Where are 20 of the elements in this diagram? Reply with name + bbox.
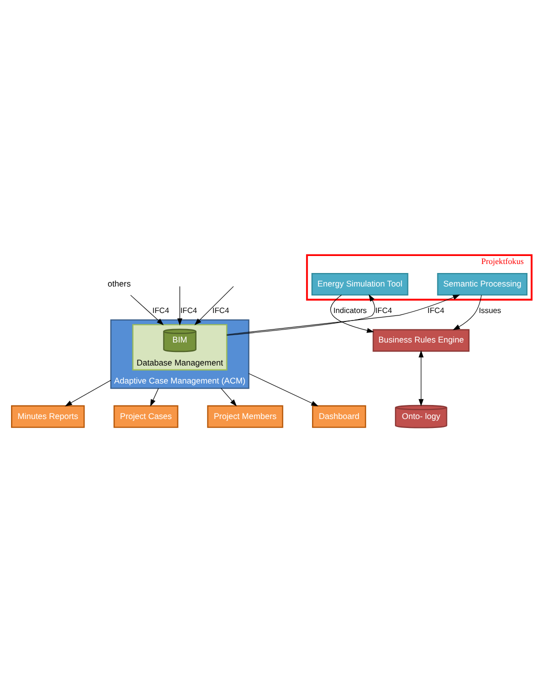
arrow	[64, 379, 112, 406]
node-text: others	[108, 278, 131, 288]
arrow	[130, 294, 164, 325]
arrow	[177, 286, 182, 326]
node-box: Business Rules Engine	[372, 328, 470, 352]
arrow	[194, 286, 234, 325]
arrow	[226, 294, 376, 336]
arrow	[150, 388, 159, 406]
arrow	[226, 294, 460, 334]
node-box: Dashboard	[312, 404, 366, 428]
node-box: Semantic Processing	[437, 272, 528, 296]
arrow	[220, 388, 237, 406]
node-box: Project Members	[207, 404, 284, 428]
node-box: Minutes Reports	[11, 404, 85, 428]
arrow	[330, 294, 374, 332]
node-box: Energy Simulation Tool	[311, 272, 408, 296]
arrow	[418, 350, 424, 406]
arrow	[248, 372, 318, 406]
node-box: Project Cases	[114, 404, 178, 428]
arrow	[452, 294, 482, 330]
